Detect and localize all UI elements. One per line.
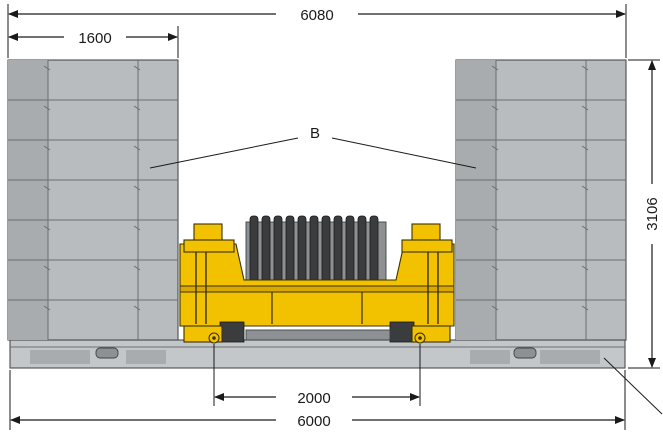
dimension-label-6000: 6000 bbox=[297, 413, 330, 430]
dimension-block-width: 1600 bbox=[8, 26, 179, 58]
callout-label-b: B bbox=[310, 125, 320, 142]
dimension-label-2000: 2000 bbox=[297, 390, 330, 407]
dimension-label-6080: 6080 bbox=[300, 7, 333, 24]
base-leader-line bbox=[603, 357, 663, 415]
ballast-stack-left bbox=[7, 59, 179, 341]
undercarriage bbox=[179, 215, 455, 344]
dimension-label-3106: 3106 bbox=[644, 197, 661, 230]
callout-ballast: B bbox=[149, 125, 477, 169]
dimension-overall-bottom: 6000 bbox=[9, 370, 626, 430]
dimension-label-1600: 1600 bbox=[78, 30, 111, 47]
dimension-height: 3106 bbox=[628, 59, 661, 369]
base-slab bbox=[9, 339, 626, 369]
dimension-track-width: 2000 bbox=[213, 344, 421, 407]
ballast-stack-right bbox=[455, 59, 627, 341]
dimension-overall-top: 6080 bbox=[7, 4, 627, 58]
cable-drum bbox=[245, 215, 387, 285]
